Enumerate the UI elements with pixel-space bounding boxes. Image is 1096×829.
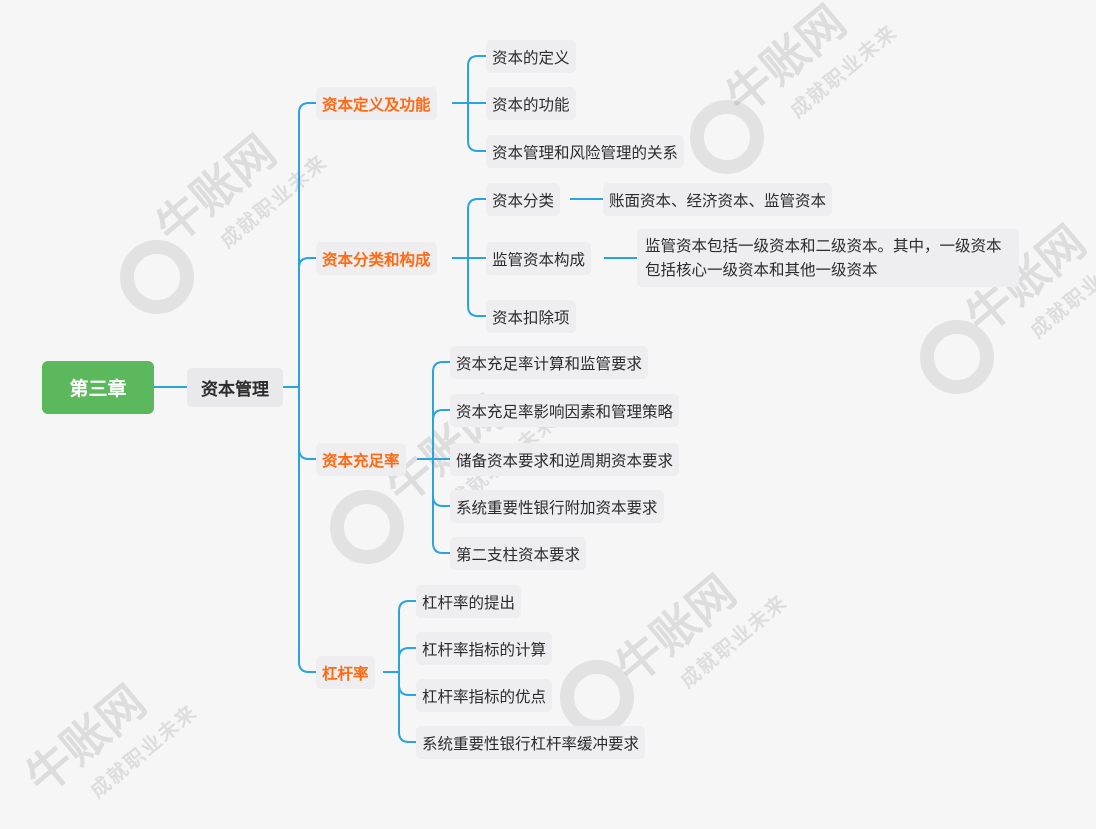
leaf-node[interactable]: 系统重要性银行杠杆率缓冲要求 — [416, 726, 646, 759]
connector — [398, 600, 416, 672]
leaf-node[interactable]: 杠杆率指标的优点 — [416, 679, 553, 712]
section-capital-definition[interactable]: 资本定义及功能 — [316, 87, 437, 120]
leaf-node[interactable]: 杠杆率指标的计算 — [416, 632, 553, 665]
leaf-node[interactable]: 资本充足率影响因素和管理策略 — [450, 394, 680, 427]
connector — [298, 387, 316, 673]
connector — [298, 387, 316, 460]
leaf-node[interactable]: 资本的定义 — [486, 40, 576, 73]
connector — [432, 459, 450, 507]
leaf-node[interactable]: 资本管理和风险管理的关系 — [486, 135, 685, 168]
leaf-node[interactable]: 杠杆率的提出 — [416, 585, 522, 618]
main-topic[interactable]: 资本管理 — [187, 368, 283, 407]
leaf-node[interactable]: 储备资本要求和逆周期资本要求 — [450, 443, 680, 476]
section-capital-classification[interactable]: 资本分类和构成 — [316, 242, 437, 275]
connector — [298, 102, 316, 387]
connector — [432, 459, 450, 554]
connector — [432, 409, 450, 459]
section-leverage-ratio[interactable]: 杠杆率 — [316, 656, 375, 689]
connector — [398, 672, 416, 696]
root-node[interactable]: 第三章 — [42, 361, 154, 414]
connector-lines — [154, 55, 637, 743]
leaf-node[interactable]: 资本扣除项 — [486, 300, 576, 333]
leaf-node[interactable]: 资本的功能 — [486, 87, 576, 120]
section-capital-adequacy[interactable]: 资本充足率 — [316, 443, 406, 476]
leaf-node[interactable]: 系统重要性银行附加资本要求 — [450, 490, 664, 523]
connector — [467, 103, 486, 152]
connector — [467, 198, 486, 258]
connector — [398, 672, 416, 743]
connector — [467, 55, 486, 103]
detail-node[interactable]: 监管资本包括一级资本和二级资本。其中，一级资本包括核心一级资本和其他一级资本 — [637, 229, 1019, 287]
leaf-node[interactable]: 资本分类 — [486, 183, 561, 216]
leaf-node[interactable]: 资本充足率计算和监管要求 — [450, 346, 649, 379]
leaf-node[interactable]: 第二支柱资本要求 — [450, 537, 587, 570]
connector — [398, 647, 416, 672]
detail-node[interactable]: 账面资本、经济资本、监管资本 — [603, 183, 833, 216]
leaf-node[interactable]: 监管资本构成 — [486, 242, 592, 275]
connector — [432, 361, 450, 459]
connector — [467, 258, 486, 317]
connector — [298, 257, 316, 387]
